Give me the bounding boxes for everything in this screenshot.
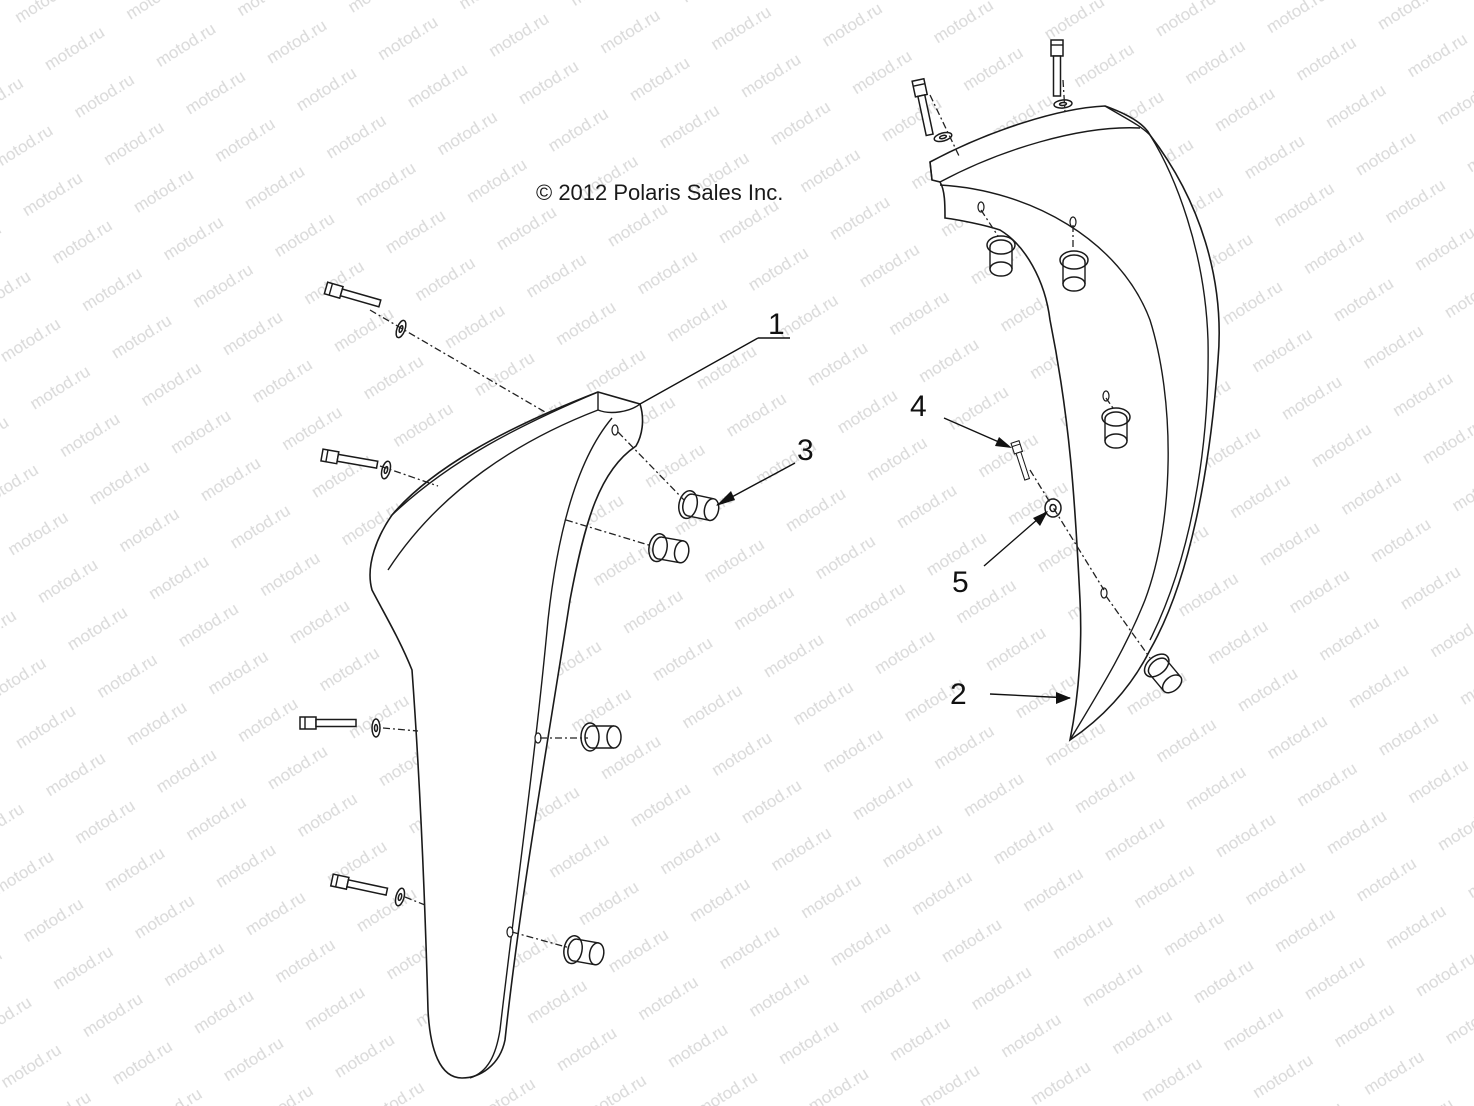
leader-lines xyxy=(639,337,1071,704)
callout-2: 2 xyxy=(950,678,967,711)
arrowhead-5 xyxy=(1033,511,1048,526)
bolt xyxy=(299,716,357,730)
callout-5: 5 xyxy=(952,566,969,599)
callout-1: 1 xyxy=(768,308,785,341)
washer xyxy=(371,718,381,738)
leader-1 xyxy=(639,337,759,405)
callout-3: 3 xyxy=(797,434,814,467)
arrowhead-3 xyxy=(716,491,735,506)
left-side-panel xyxy=(299,281,723,1079)
callout-4: 4 xyxy=(910,390,927,423)
bolt xyxy=(1050,39,1064,97)
right-side-panel xyxy=(911,39,1220,742)
arrowhead-2 xyxy=(1056,692,1071,704)
copyright-text: © 2012 Polaris Sales Inc. xyxy=(536,180,784,205)
arrowhead-4 xyxy=(995,437,1012,448)
